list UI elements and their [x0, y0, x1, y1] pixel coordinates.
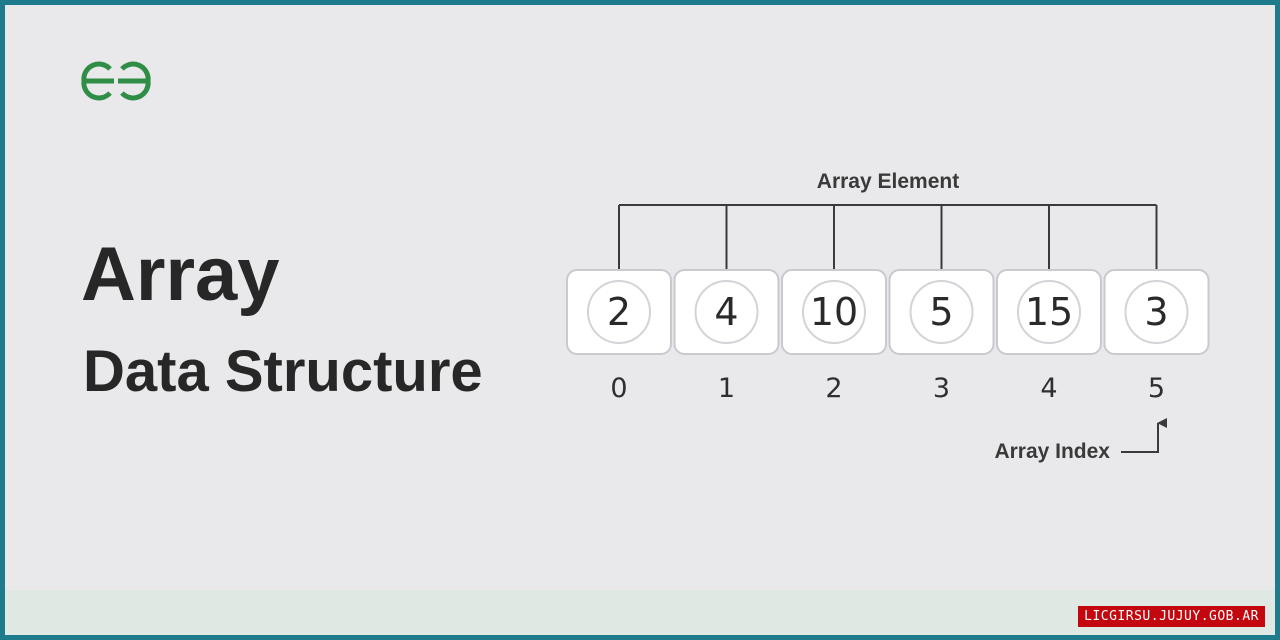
array-index-label: Array Index	[994, 440, 1110, 463]
array-index-value: 0	[610, 373, 627, 404]
array-cell: 2	[566, 269, 672, 355]
array-element-label: Array Element	[817, 170, 959, 193]
array-cell: 4	[673, 269, 780, 355]
array-index-value: 1	[718, 373, 735, 404]
array-cells: 2 4 10 5 15 3	[566, 269, 1210, 355]
array-cell-value: 10	[810, 290, 858, 334]
array-cell-value: 2	[607, 290, 631, 334]
array-cell-value: 3	[1144, 290, 1168, 334]
array-cell-circle	[1124, 280, 1189, 344]
array-cell: 5	[888, 269, 995, 355]
array-cell-circle	[909, 280, 974, 344]
array-cell: 3	[1103, 269, 1210, 355]
array-index-value: 5	[1148, 373, 1165, 404]
array-index-value: 4	[1040, 373, 1057, 404]
array-cell: 15	[996, 269, 1102, 355]
array-cell-circle	[1017, 280, 1081, 344]
array-cell-circle	[587, 280, 651, 344]
array-index-value: 3	[933, 373, 950, 404]
array-cell-circle	[694, 280, 759, 344]
array-cell-circle	[802, 280, 866, 344]
array-cell: 10	[781, 269, 887, 355]
array-indices: 0 1 2 3 4 5	[610, 373, 1165, 404]
array-index-arrow	[1121, 418, 1167, 453]
array-cell-value: 4	[714, 290, 738, 334]
page-title: Array	[81, 232, 280, 317]
array-diagram: Array Element 2 4 10 5 15 3 0 1 2 3 4 5 Array Inde…	[566, 170, 1210, 463]
watermark: LICGIRSU.JUJUY.GOB.AR	[1078, 606, 1265, 627]
page-subtitle: Data Structure	[83, 339, 483, 404]
bottom-band	[5, 590, 1275, 635]
array-index-value: 2	[825, 373, 842, 404]
array-cell-value: 5	[929, 290, 953, 334]
array-cell-value: 15	[1025, 290, 1073, 334]
geeksforgeeks-logo-icon	[81, 61, 151, 101]
